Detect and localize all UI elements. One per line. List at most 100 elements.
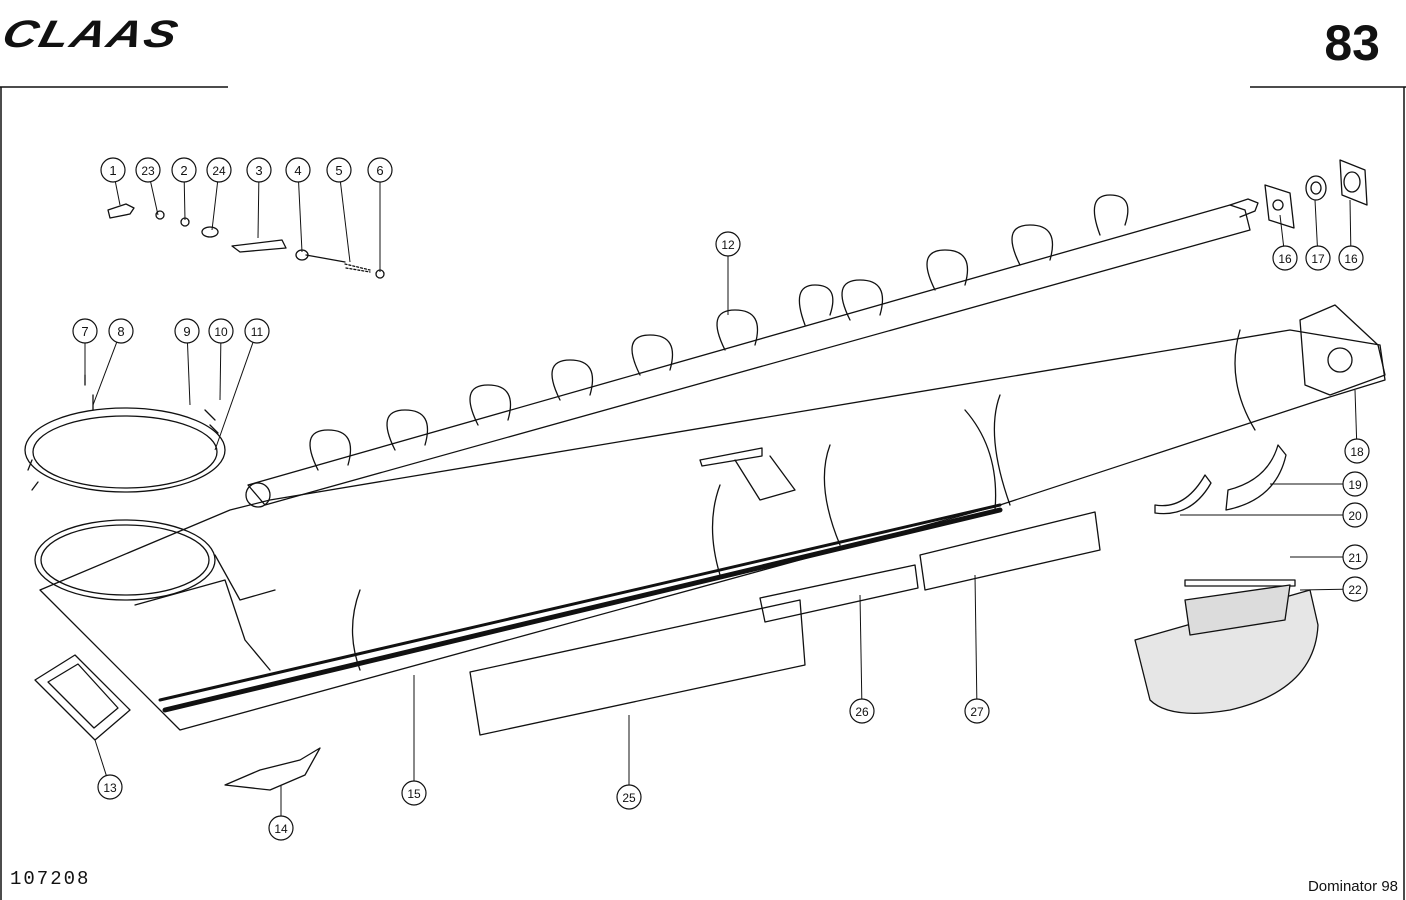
- callout-label: 12: [721, 238, 735, 252]
- callout-2: 2: [171, 157, 197, 221]
- callout-label: 3: [255, 163, 262, 178]
- callout-circle: [72, 318, 98, 344]
- callout-circle: [97, 774, 123, 800]
- callout-circle: [964, 698, 990, 724]
- callout-circle: [1338, 245, 1364, 271]
- callout-7: 7: [72, 318, 98, 375]
- leader-line: [859, 594, 863, 700]
- callout-label: 23: [141, 164, 155, 178]
- callout-label: 17: [1311, 252, 1325, 266]
- callout-circle: [849, 698, 875, 724]
- leader-line: [211, 181, 219, 231]
- callout-label: 27: [970, 705, 984, 719]
- clamp-rings: [24, 374, 226, 493]
- callout-5: 5: [326, 157, 352, 263]
- callout-16: 16: [1272, 214, 1298, 271]
- callout-circle: [206, 157, 232, 183]
- leader-line: [974, 574, 978, 700]
- callout-label: 21: [1348, 551, 1362, 565]
- shield-plate-14: [224, 747, 321, 791]
- callout-6: 6: [367, 157, 393, 272]
- leader-line: [1299, 588, 1344, 591]
- leader-line: [114, 181, 121, 206]
- callout-circle: [1305, 245, 1331, 271]
- callout-label: 19: [1348, 478, 1362, 492]
- hardware-parts: [107, 203, 385, 279]
- callout-label: 18: [1350, 445, 1364, 459]
- auger-shaft: [245, 194, 1259, 508]
- callout-14: 14: [268, 785, 294, 841]
- callout-27: 27: [964, 574, 990, 724]
- callout-circle: [246, 157, 272, 183]
- leader-line: [214, 342, 254, 451]
- callout-circle: [100, 157, 126, 183]
- callout-circle: [367, 157, 393, 183]
- callout-11: 11: [214, 318, 270, 451]
- callout-circle: [285, 157, 311, 183]
- leader-line: [183, 181, 186, 221]
- callout-26: 26: [849, 594, 875, 724]
- callout-label: 22: [1348, 583, 1362, 597]
- callout-circle: [1342, 576, 1368, 602]
- callout-23: 23: [135, 157, 161, 216]
- document-number: 107208: [10, 868, 91, 890]
- callout-label: 16: [1344, 252, 1358, 266]
- side-parts: [1134, 444, 1319, 714]
- callout-label: 16: [1278, 252, 1292, 266]
- callout-10: 10: [208, 318, 234, 401]
- callout-label: 11: [251, 325, 264, 339]
- auger-flights: [309, 194, 1129, 471]
- callout-label: 4: [294, 163, 301, 178]
- callout-circle: [715, 231, 741, 257]
- callout-circle: [244, 318, 270, 344]
- leader-line: [150, 181, 159, 216]
- callout-label: 24: [212, 164, 226, 178]
- callout-label: 25: [622, 791, 636, 805]
- leader-line: [219, 342, 222, 401]
- callout-21: 21: [1290, 544, 1368, 570]
- callout-circle: [135, 157, 161, 183]
- leader-line: [257, 181, 260, 239]
- callout-label: 2: [180, 163, 187, 178]
- page-number: 83: [1324, 15, 1380, 71]
- callout-circle: [268, 815, 294, 841]
- leader-line: [1314, 199, 1318, 247]
- callout-label: 13: [103, 781, 117, 795]
- inlet-hopper: [34, 654, 131, 741]
- callout-label: 6: [376, 163, 383, 178]
- callout-24: 24: [206, 157, 232, 231]
- callout-12: 12: [715, 231, 741, 315]
- callout-label: 7: [81, 324, 88, 339]
- leader-line: [186, 342, 191, 406]
- callout-label: 20: [1348, 509, 1362, 523]
- callout-circle: [326, 157, 352, 183]
- callout-circle: [108, 318, 134, 344]
- leader-line: [298, 181, 303, 253]
- callout-circle: [1342, 471, 1368, 497]
- callout-circle: [1344, 438, 1370, 464]
- callout-circle: [1342, 502, 1368, 528]
- leader-line: [92, 342, 118, 406]
- leader-line: [94, 739, 107, 776]
- callout-9: 9: [174, 318, 200, 406]
- callout-3: 3: [246, 157, 272, 239]
- callout-label: 9: [183, 324, 190, 339]
- leader-line: [1279, 214, 1285, 247]
- callout-4: 4: [285, 157, 311, 253]
- lower-covers: [469, 511, 1101, 736]
- callout-circle: [401, 780, 427, 806]
- callout-circle: [174, 318, 200, 344]
- leader-line: [339, 181, 351, 263]
- callout-label: 1: [109, 163, 116, 178]
- callout-18: 18: [1344, 389, 1370, 464]
- callout-22: 22: [1299, 576, 1368, 602]
- callout-1: 1: [100, 157, 126, 206]
- callout-circle: [616, 784, 642, 810]
- callout-25: 25: [616, 715, 642, 810]
- callout-label: 5: [335, 163, 342, 178]
- callout-13: 13: [94, 739, 123, 800]
- callout-circle: [1342, 544, 1368, 570]
- callout-label: 8: [117, 324, 124, 339]
